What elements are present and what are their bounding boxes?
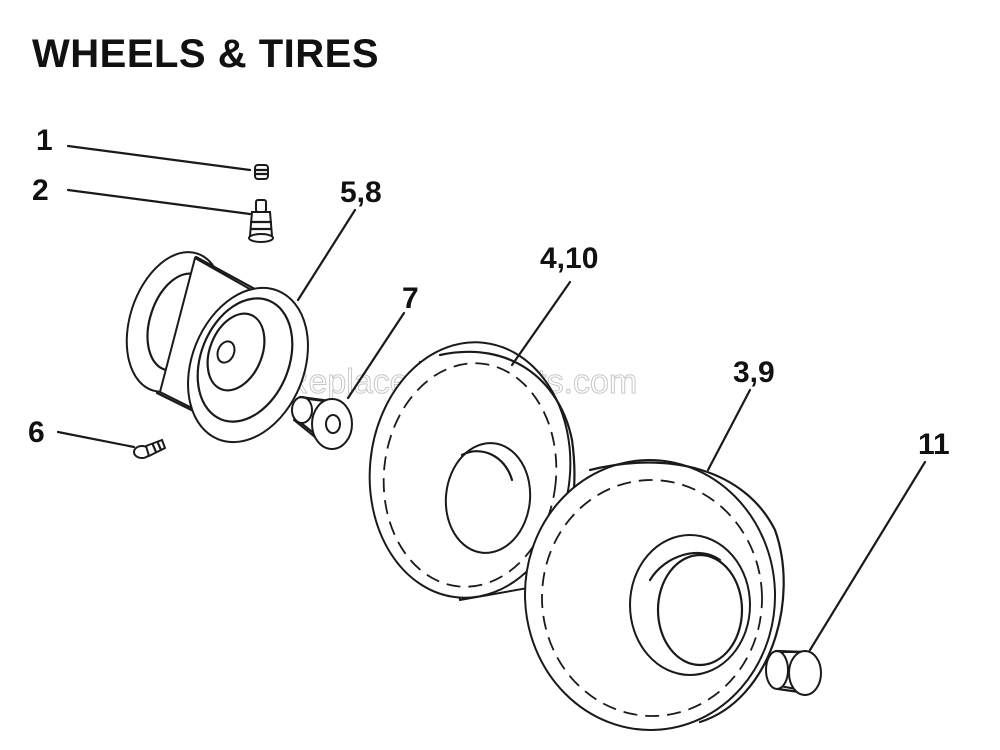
callout-4-10: 4,10 — [540, 242, 598, 275]
callout-1: 1 — [36, 124, 53, 157]
callout-2: 2 — [32, 174, 49, 207]
part-bolt — [133, 438, 167, 459]
callout-11: 11 — [918, 428, 950, 461]
part-bearing — [765, 649, 822, 696]
leader-line-3-9 — [706, 388, 752, 472]
leader-line-4-10 — [510, 280, 572, 367]
part-valve-stem — [248, 199, 274, 243]
leader-line-5-8 — [296, 208, 357, 302]
callout-5-8: 5,8 — [340, 176, 382, 209]
leader-line-2 — [66, 188, 252, 216]
part-wheel-rim — [125, 251, 309, 444]
leader-line-1 — [66, 144, 252, 172]
callout-3-9: 3,9 — [733, 356, 775, 389]
leader-line-11 — [808, 460, 927, 652]
leader-line-6 — [56, 430, 136, 449]
part-flange-bushing — [291, 395, 353, 450]
diagram-title: WHEELS & TIRES — [32, 32, 380, 76]
leader-line-7 — [346, 311, 406, 400]
callout-7: 7 — [402, 282, 419, 315]
part-tire-right — [523, 459, 785, 731]
part-tire-left — [368, 341, 576, 602]
part-valve-cap — [254, 164, 269, 180]
callout-6: 6 — [28, 416, 45, 449]
